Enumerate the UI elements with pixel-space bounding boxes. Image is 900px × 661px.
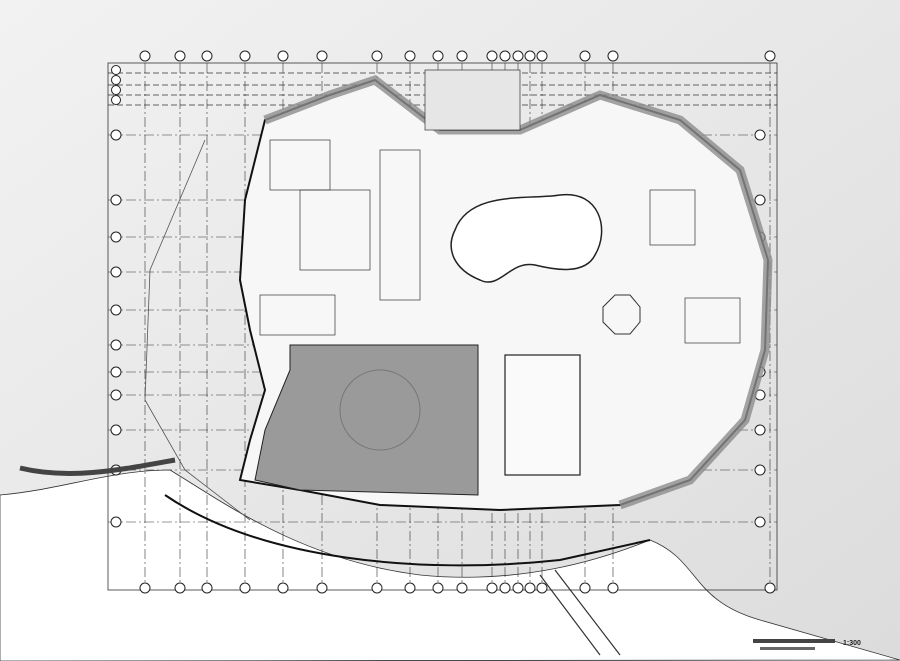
grid-bubble <box>111 95 121 105</box>
grid-bubble <box>174 582 186 594</box>
grid-bubble <box>579 50 591 62</box>
grid-bubble <box>239 582 251 594</box>
grid-bubble <box>316 582 328 594</box>
site-boundary <box>144 139 251 521</box>
grid-bubble <box>404 582 416 594</box>
grid-bubble <box>371 582 383 594</box>
grid-bubble <box>512 582 524 594</box>
breakwater <box>19 457 176 476</box>
grid-bubble <box>110 194 122 206</box>
grid-bubble <box>512 50 524 62</box>
pier <box>539 569 621 656</box>
pool-rectangle <box>504 354 581 476</box>
grid-bubble <box>536 582 548 594</box>
grid-bubble <box>111 75 121 85</box>
grid-bubble <box>754 464 766 476</box>
grid-bubble <box>486 50 498 62</box>
grid-bubble <box>607 50 619 62</box>
grid-bubble <box>524 582 536 594</box>
grid-bubble <box>499 582 511 594</box>
grid-bubble <box>456 582 468 594</box>
grid-bubble <box>607 582 619 594</box>
title-block <box>753 639 835 650</box>
grid-bubble <box>174 50 186 62</box>
room-blocks <box>259 69 741 344</box>
grid-bubble <box>764 582 776 594</box>
grid-bubble <box>201 50 213 62</box>
grid-bubble <box>499 50 511 62</box>
grid-bubble <box>110 389 122 401</box>
grid-bubble <box>277 582 289 594</box>
grid-bubble <box>110 516 122 528</box>
grid-bubble <box>579 582 591 594</box>
grid-bubble <box>754 194 766 206</box>
grid-bubble <box>486 582 498 594</box>
grid-bubble <box>111 65 121 75</box>
grid-bubble <box>111 85 121 95</box>
grid-bubble <box>110 304 122 316</box>
grid-bubble <box>139 50 151 62</box>
shaded-area <box>254 344 479 496</box>
grid-bubble <box>110 366 122 378</box>
grid-bubble <box>110 231 122 243</box>
wall-band <box>263 74 773 510</box>
grid-bubble <box>432 582 444 594</box>
grid-bubble <box>110 339 122 351</box>
grid-bubble <box>536 50 548 62</box>
sea-area <box>0 469 900 661</box>
grid-bubble <box>139 582 151 594</box>
grid-bubble <box>764 50 776 62</box>
grid-bubble <box>754 129 766 141</box>
grid-bubble <box>110 424 122 436</box>
grid-bubble <box>524 50 536 62</box>
scale-label: 1:300 <box>843 640 861 647</box>
grid-bubble <box>432 50 444 62</box>
grid-bubble <box>110 129 122 141</box>
island-shape <box>450 193 603 283</box>
grid-bubble <box>316 50 328 62</box>
grid-bubble <box>754 424 766 436</box>
grid-bubble <box>239 50 251 62</box>
grid-bubble <box>404 50 416 62</box>
grid-bubble <box>201 582 213 594</box>
grid-bubble <box>110 266 122 278</box>
shaded-circle-feature <box>339 369 421 451</box>
octagon-pavilion <box>602 294 641 335</box>
grid-bubble <box>754 516 766 528</box>
grid-bubble <box>371 50 383 62</box>
promenade-arc <box>164 494 651 567</box>
grid-bubble <box>456 50 468 62</box>
grid-bubble <box>277 50 289 62</box>
